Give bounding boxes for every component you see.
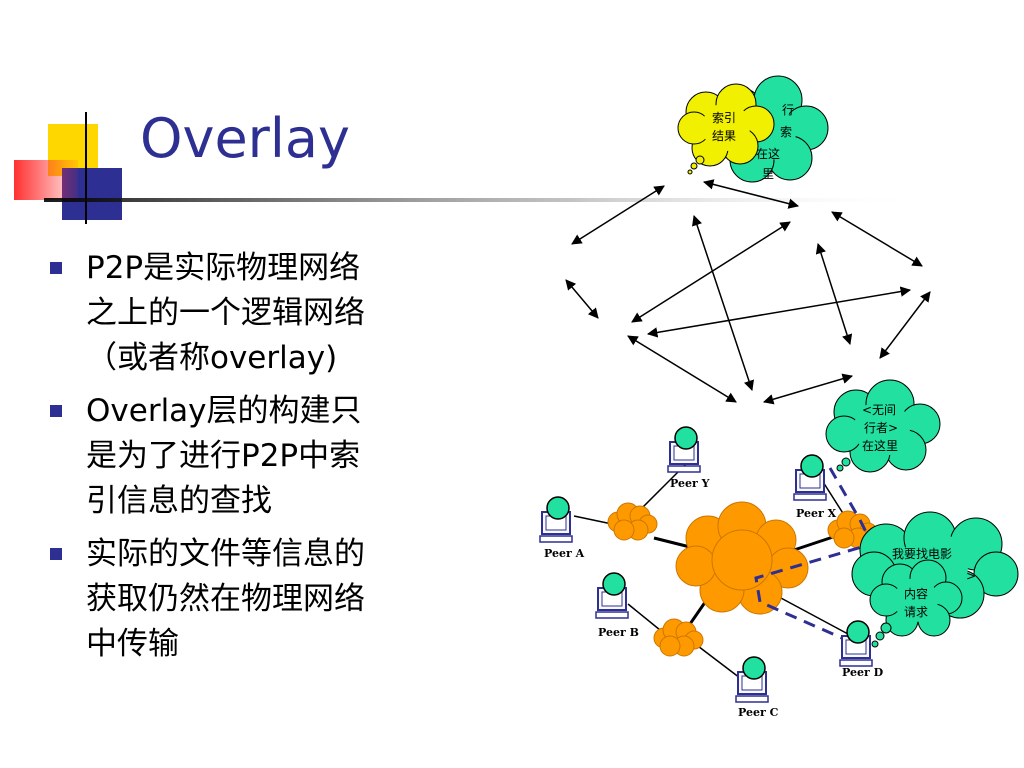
peer-label: Peer Y xyxy=(670,477,710,490)
callout-bubble xyxy=(825,379,941,473)
bullet-marker xyxy=(50,262,62,274)
peer-label: Peer A xyxy=(544,547,585,560)
callout-text: <无间 xyxy=(862,403,896,417)
bullet-line: 之上的一个逻辑网络 xyxy=(86,295,365,331)
overlay-links xyxy=(565,179,931,405)
bullet-line: 引信息的查找 xyxy=(86,483,272,519)
search-path xyxy=(754,467,875,640)
bullet-marker xyxy=(50,405,62,417)
callout-text: > xyxy=(966,569,976,583)
callout-text: 我要找电影 xyxy=(892,547,952,561)
callout-text: 行 xyxy=(782,103,794,117)
peer-label: Peer D xyxy=(842,666,884,679)
callout-bubble xyxy=(677,83,775,175)
peer-computer-icon xyxy=(539,496,573,543)
peer-computer-icon xyxy=(595,572,629,619)
bullet-line: 实际的文件等信息的 xyxy=(86,536,365,572)
slide-title: Overlay xyxy=(140,107,350,170)
callout-text: 行者> xyxy=(864,421,898,435)
bullet-line: （或者称overlay) xyxy=(86,340,338,376)
bullet-line: 中传输 xyxy=(86,626,179,662)
bullet-line: P2P是实际物理网络 xyxy=(86,250,361,286)
bullet-list: P2P是实际物理网络 之上的一个逻辑网络 （或者称overlay) Overla… xyxy=(48,246,448,675)
callout-text: 索 xyxy=(780,125,792,139)
peer-label: Peer X xyxy=(796,507,837,520)
callout-bubble xyxy=(869,559,963,648)
internet-cloud xyxy=(675,501,809,615)
title-rule xyxy=(44,198,924,202)
callout-text: 索引 xyxy=(712,111,736,125)
bullet-line: 是为了进行P2P中索 xyxy=(86,438,361,474)
red-square xyxy=(14,160,78,200)
bullet-line: 获取仍然在物理网络 xyxy=(86,581,365,617)
peer-computer-icon xyxy=(839,620,873,667)
peer-label: Peer C xyxy=(738,706,779,719)
callout-text: 结果 xyxy=(712,129,736,143)
peer-computer-icon xyxy=(735,656,769,703)
bullet-item: 实际的文件等信息的 获取仍然在物理网络 中传输 xyxy=(48,532,448,667)
peer-computer-icon xyxy=(667,426,701,473)
small-cloud xyxy=(607,502,658,541)
peer-label: Peer B xyxy=(598,626,639,639)
bullet-marker xyxy=(50,548,62,560)
peer-computer-icon xyxy=(793,454,827,501)
callout-text: 请求 xyxy=(904,605,928,619)
bullet-item: Overlay层的构建只 是为了进行P2P中索 引信息的查找 xyxy=(48,389,448,524)
callout-text: 在这 xyxy=(756,146,780,161)
callout-text: 里 xyxy=(762,167,774,181)
callout-text: 在这里 xyxy=(862,438,898,453)
bullet-item: P2P是实际物理网络 之上的一个逻辑网络 （或者称overlay) xyxy=(48,246,448,381)
small-cloud xyxy=(653,618,704,657)
callout-text: 内容 xyxy=(904,586,928,601)
bullet-line: Overlay层的构建只 xyxy=(86,393,362,429)
